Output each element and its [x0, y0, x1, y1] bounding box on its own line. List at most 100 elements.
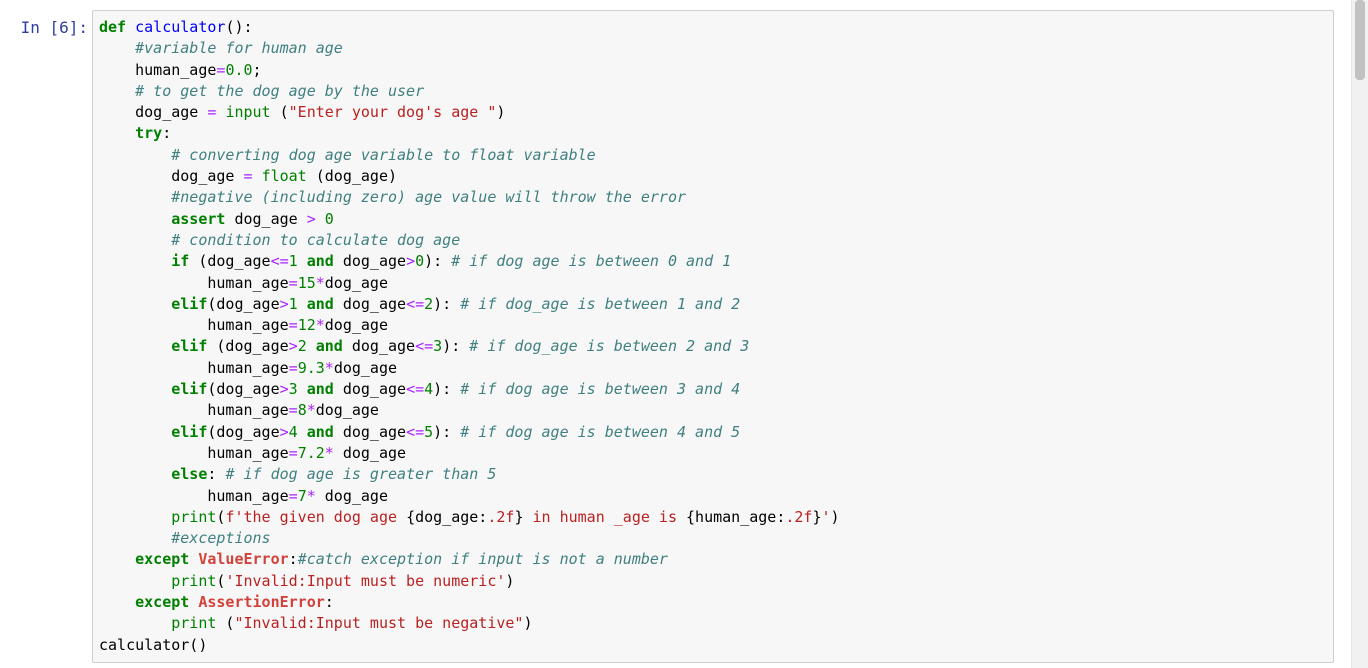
code-token: [99, 39, 135, 57]
code-line: elif (dog_age>2 and dog_age<=3): # if do…: [99, 336, 1327, 357]
code-token: 12: [297, 316, 316, 335]
code-cell-input[interactable]: def calculator(): #variable for human ag…: [92, 10, 1334, 663]
code-token: # condition to calculate dog age: [171, 230, 461, 249]
code-token: dog_age: [333, 380, 407, 399]
code-token: <=: [406, 422, 425, 441]
code-token: def: [99, 18, 127, 36]
code-token: ;: [252, 60, 262, 79]
code-token: >: [279, 422, 289, 441]
code-token: .2f: [785, 507, 813, 526]
code-token: (: [216, 571, 226, 590]
code-token: 15: [297, 273, 316, 292]
code-line: human_age=7* dog_age: [99, 486, 1327, 507]
code-token: *: [306, 486, 316, 505]
code-token: =: [243, 167, 253, 186]
code-token: dog_age: [99, 167, 244, 186]
code-token: [298, 252, 307, 270]
code-token: dog_age: [225, 209, 307, 228]
code-line: human_age=0.0;: [99, 60, 1327, 81]
code-token: [99, 337, 171, 355]
code-line: #variable for human age: [99, 38, 1327, 59]
code-token: >: [306, 209, 316, 228]
code-token: [253, 167, 262, 185]
code-token: <=: [270, 252, 289, 271]
code-token: >: [279, 294, 289, 313]
code-token: =: [288, 486, 298, 505]
code-token: (: [216, 507, 226, 526]
code-token: }: [812, 507, 822, 526]
code-token: # converting dog age variable to float v…: [171, 145, 596, 164]
code-token: [99, 614, 171, 632]
code-token: (dog_age: [207, 294, 280, 313]
code-token: in human _age is: [523, 507, 687, 526]
code-token: :: [162, 124, 172, 143]
code-line: except AssertionError:: [99, 592, 1327, 613]
code-token: [99, 231, 171, 249]
code-token: if: [171, 252, 190, 271]
code-token: (: [270, 103, 289, 122]
code-line: human_age=15*dog_age: [99, 273, 1327, 294]
code-token: (dog_age: [207, 380, 280, 399]
code-token: =: [288, 358, 298, 377]
code-token: *: [324, 358, 334, 377]
code-token: [99, 465, 171, 483]
code-token: >: [288, 337, 298, 356]
code-token: 3: [433, 337, 443, 356]
code-token: ):: [424, 252, 452, 271]
code-line: #negative (including zero) age value wil…: [99, 187, 1327, 208]
code-token: 2: [297, 337, 307, 356]
code-token: try: [135, 124, 163, 143]
code-token: dog_age: [324, 273, 388, 292]
code-token: ):: [433, 294, 461, 313]
code-token: <=: [406, 294, 425, 313]
code-token: dog_age: [333, 252, 407, 271]
code-token: AssertionError: [198, 593, 325, 612]
code-token: human_age: [99, 486, 289, 505]
vertical-scrollbar[interactable]: [1351, 0, 1368, 668]
code-token: [99, 252, 171, 270]
scrollbar-thumb[interactable]: [1355, 0, 1365, 80]
code-token: human_age: [99, 443, 289, 462]
code-token: 5: [424, 422, 434, 441]
code-line: print('Invalid:Input must be numeric'): [99, 571, 1327, 592]
code-token: [189, 550, 198, 568]
code-token: 8: [297, 401, 307, 420]
code-token: 1: [288, 252, 298, 271]
code-token: [298, 380, 307, 398]
code-token: else: [171, 465, 208, 484]
code-token: # if dog age is between 0 and 1: [451, 252, 732, 271]
code-token: except: [135, 550, 190, 569]
code-token: dog_age: [333, 358, 398, 377]
code-line: # converting dog age variable to float v…: [99, 145, 1327, 166]
code-token: and: [306, 380, 334, 399]
code-token: # if dog age is between 4 and 5: [460, 422, 741, 441]
code-token: #exceptions: [171, 529, 271, 548]
code-editor[interactable]: def calculator(): #variable for human ag…: [99, 17, 1327, 656]
code-line: # to get the dog age by the user: [99, 81, 1327, 102]
code-token: [99, 82, 135, 100]
code-token: print: [171, 614, 217, 633]
code-token: [99, 124, 135, 142]
code-line: dog_age = float (dog_age): [99, 166, 1327, 187]
code-line: print(f'the given dog age {dog_age:.2f} …: [99, 507, 1327, 528]
code-token: elif: [171, 422, 208, 441]
code-token: :: [288, 550, 298, 569]
code-line: try:: [99, 123, 1327, 144]
code-token: :: [324, 593, 334, 612]
code-token: ): [523, 614, 533, 633]
code-token: {human_age:: [686, 507, 786, 526]
code-token: ): [505, 571, 515, 590]
code-token: dog_age: [333, 294, 407, 313]
code-token: dog_age: [342, 337, 416, 356]
code-token: float: [261, 167, 307, 186]
code-token: 3: [288, 380, 298, 399]
code-token: 'Invalid:Input must be numeric': [225, 571, 506, 590]
code-token: =: [288, 273, 298, 292]
code-token: {dog_age:: [406, 507, 488, 526]
code-token: assert: [171, 209, 226, 228]
code-token: #negative (including zero) age value wil…: [171, 188, 687, 207]
code-token: [99, 380, 171, 398]
code-token: =: [288, 401, 298, 420]
code-token: =: [288, 316, 298, 335]
code-token: ):: [442, 337, 470, 356]
